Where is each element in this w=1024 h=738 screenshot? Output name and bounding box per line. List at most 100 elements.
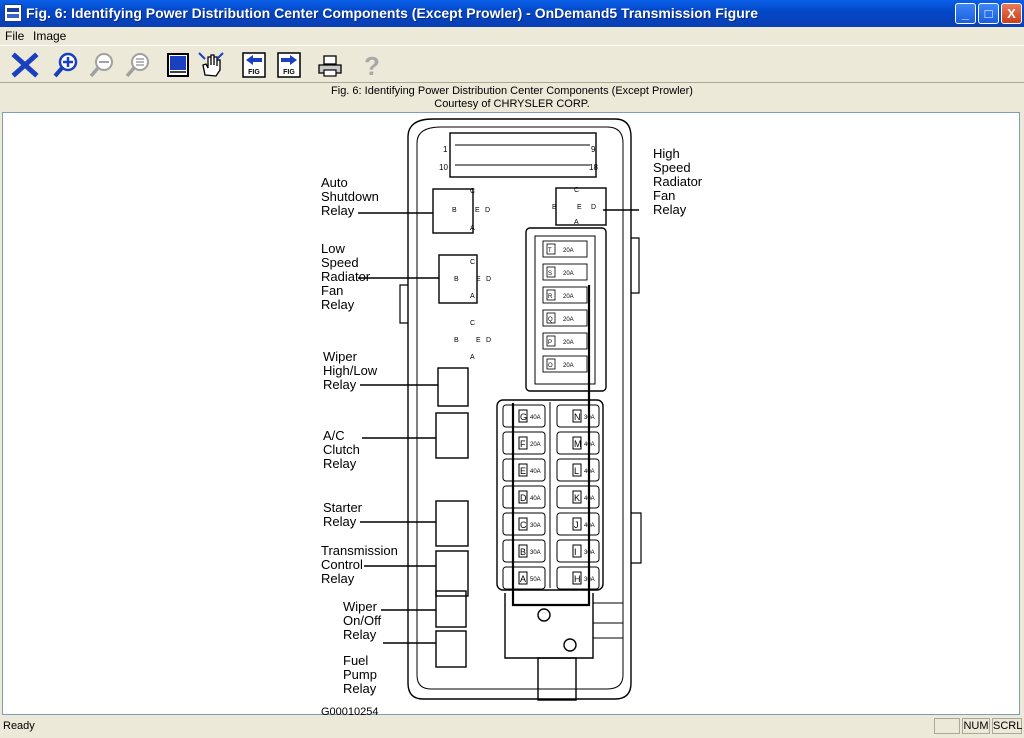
maxi-fuse-letter: H (574, 574, 581, 584)
label-starter-relay: Starter Relay (323, 500, 363, 529)
maxi-fuse-letter: E (520, 466, 526, 476)
maxi-fuse-letter: I (574, 547, 577, 557)
terminal-e: E (476, 337, 481, 344)
terminal-d: D (486, 276, 492, 283)
maxi-fuse-letter: J (574, 520, 579, 530)
terminal-e: E (476, 276, 481, 283)
maxi-fuse-body (502, 431, 546, 455)
mini-fuse-letter: T (548, 248, 552, 254)
terminal-c: C (470, 320, 476, 327)
maxi-fuse-slot (518, 409, 528, 423)
label-transmission-control-relay: Transmission Control Relay (321, 543, 398, 586)
maxi-fuse-body (556, 539, 600, 563)
maxi-fuse-body (556, 485, 600, 509)
minimize-button[interactable]: _ (955, 3, 976, 24)
fuse-row-bottom-right: 18 (589, 163, 598, 172)
maxi-fuse-rating: 40A (530, 496, 541, 502)
maxi-fuse-slot (572, 436, 582, 450)
maxi-fuse-letter: F (520, 439, 526, 449)
maxi-fuse-slot (518, 517, 528, 531)
help-icon[interactable]: ? (358, 51, 386, 79)
maxi-fuse-rating: 40A (584, 442, 595, 448)
page-icon[interactable] (164, 51, 192, 79)
next-fig-label: FIG (283, 69, 295, 76)
maxi-fuse-letter: K (574, 493, 580, 503)
maxi-fuse-body (502, 458, 546, 482)
menu-file[interactable]: File (5, 29, 25, 43)
terminal-a: A (470, 293, 475, 300)
terminal-c: C (574, 187, 580, 194)
mini-fuse-slot (546, 243, 556, 255)
app-icon[interactable] (4, 4, 22, 22)
label-fuel-pump-relay: Fuel Pump Relay (343, 653, 377, 696)
mini-fuse-rating: 20A (563, 363, 574, 369)
maxi-fuse-rating: 30A (584, 577, 595, 583)
maxi-fuse-rating: 40A (584, 523, 595, 529)
menu-image[interactable]: Image (33, 29, 67, 43)
maxi-fuse-body (556, 404, 600, 428)
next-figure-icon[interactable]: FIG (275, 51, 303, 79)
fuse-row-top-left: 1 (443, 145, 448, 154)
figure-code: G00010254 (321, 706, 379, 718)
print-icon[interactable] (316, 51, 344, 79)
title-bar[interactable]: Fig. 6: Identifying Power Distribution C… (0, 0, 1024, 27)
zoom-in-icon[interactable] (52, 51, 80, 79)
maxi-fuse-rating: 40A (530, 415, 541, 421)
label-auto-shutdown-relay: Auto Shutdown Relay (321, 175, 379, 218)
maxi-fuse-letter: C (520, 520, 527, 530)
label-wiper-on-off-relay: Wiper On/Off Relay (343, 599, 382, 642)
mini-fuse-slot (546, 266, 556, 278)
maxi-fuse-rating: 30A (530, 523, 541, 529)
figure-caption: Fig. 6: Identifying Power Distribution C… (0, 84, 1024, 112)
pan-hand-icon[interactable] (197, 51, 225, 79)
maxi-fuse-body (502, 485, 546, 509)
help-glyph: ? (364, 51, 380, 79)
maxi-fuse-letter: G (520, 412, 527, 422)
terminal-a: A (470, 225, 475, 232)
terminal-e: E (475, 207, 480, 214)
maxi-fuse-rating: 20A (530, 442, 541, 448)
maxi-fuse-slot (518, 544, 528, 558)
terminal-d: D (485, 207, 491, 214)
prev-figure-icon[interactable]: FIG (240, 51, 268, 79)
maxi-fuse: J 40A (556, 512, 600, 536)
maxi-fuse-slot (572, 463, 582, 477)
maxi-fuse-rating: 40A (584, 469, 595, 475)
mini-fuse-slot (546, 358, 556, 370)
mini-fuse-rating: 20A (563, 294, 574, 300)
terminal-d: D (486, 337, 492, 344)
zoom-out-icon[interactable] (88, 51, 116, 79)
mini-fuse-slot (546, 289, 556, 301)
mini-fuse-rating: 20A (563, 271, 574, 277)
close-x-icon[interactable] (11, 51, 39, 79)
terminal-c: C (470, 188, 476, 195)
zoom-fit-icon[interactable] (124, 51, 152, 79)
maxi-fuse-letter: B (520, 547, 526, 557)
maxi-fuse-letter: A (520, 574, 526, 584)
status-text: Ready (3, 720, 35, 732)
mini-fuse-slot (546, 312, 556, 324)
mini-fuse-rating: 20A (563, 317, 574, 323)
close-button[interactable]: X (1001, 3, 1022, 24)
maximize-button[interactable]: □ (978, 3, 999, 24)
maxi-fuse-body (556, 458, 600, 482)
maxi-fuse-slot (572, 571, 582, 585)
maxi-fuse-body (556, 512, 600, 536)
